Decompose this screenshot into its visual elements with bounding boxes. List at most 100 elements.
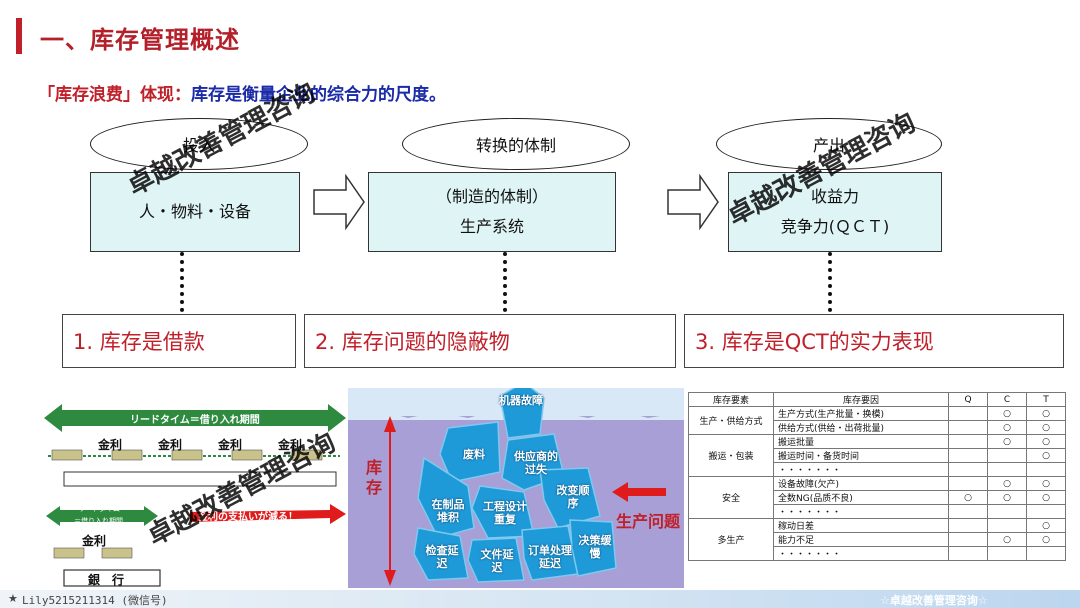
factor-mark-q	[948, 406, 988, 421]
iceberg-piece: 废料	[463, 448, 485, 461]
interest-decrease-label: 金利の支払いが減る！	[198, 512, 298, 523]
iceberg-piece: 决策缓慢	[578, 534, 612, 560]
table-row: ・・・・・・・	[689, 546, 1066, 561]
factor-mark-t: ○	[1026, 406, 1066, 421]
title-accent-bar	[16, 18, 22, 54]
factor-cause-cell: 搬运批量	[773, 434, 949, 449]
subtitle-prefix: 「库存浪费」体现：	[38, 85, 191, 105]
factor-mark-q	[948, 476, 988, 491]
lead-time-small-label-1: リードタイム	[78, 505, 120, 513]
page-title: 一、库存管理概述	[40, 26, 240, 54]
lead-time-arrows-icon	[44, 404, 346, 587]
factor-mark-c: ○	[987, 490, 1027, 505]
factor-mark-t: ○	[1026, 518, 1066, 533]
factor-mark-q	[948, 420, 988, 435]
table-header: T	[1026, 392, 1066, 407]
point-box-qct: 3. 库存是QCT的实力表现	[684, 314, 1064, 368]
dotted-connector	[828, 252, 832, 312]
factor-mark-t: ○	[1026, 448, 1066, 463]
lead-time-label: リードタイム＝借り入れ期間	[130, 415, 260, 426]
footer-bar: ★ Lily5215211314 (微信号) ☆卓越改善管理咨询☆	[0, 590, 1080, 608]
factor-mark-q	[948, 462, 988, 477]
table-header: Q	[948, 392, 988, 407]
table-row: ・・・・・・・	[689, 462, 1066, 477]
factor-mark-q	[948, 504, 988, 519]
iceberg-figure: 库存 生产问题 机器故障 废料 供应商的过失 工程设计重复 改变顺序 在制品堆积…	[348, 388, 684, 588]
factor-mark-c: ○	[987, 476, 1027, 491]
factor-cause-cell: 生产方式(生产批量・换模)	[773, 406, 949, 421]
interest-label: 金利	[98, 438, 123, 452]
factor-mark-t	[1026, 546, 1066, 561]
factor-mark-q	[948, 532, 988, 547]
ellipse-input: 投入	[90, 118, 308, 170]
factor-cause-cell: 能力不足	[773, 532, 949, 547]
factor-element-cell: 多生产	[688, 518, 774, 561]
factor-mark-c	[987, 448, 1027, 463]
factor-cause-cell: 设备故障(欠产)	[773, 476, 949, 491]
dotted-connector	[503, 252, 507, 312]
table-row: 搬运・包装搬运批量 ○○	[688, 434, 1066, 477]
factor-mark-q	[948, 546, 988, 561]
iceberg-piece: 文件延迟	[480, 548, 514, 574]
flow-box-transform: （制造的体制） 生产系统	[368, 172, 616, 252]
factor-mark-c: ○	[987, 434, 1027, 449]
interest-label: 金利	[218, 438, 243, 452]
factor-mark-c: ○	[987, 406, 1027, 421]
iceberg-icon	[348, 388, 684, 586]
factor-element-cell: 安全	[688, 476, 774, 519]
table-header: C	[987, 392, 1027, 407]
iceberg-piece: 改变顺序	[556, 484, 590, 510]
flow-arrow-icon	[313, 173, 365, 231]
factor-mark-t: ○	[1026, 420, 1066, 435]
flow-box-output-line1: 收益力	[810, 187, 859, 206]
bank-label: 銀 行	[88, 573, 125, 587]
table-row: 多生产稼动日差 ○	[688, 518, 1066, 561]
factor-mark-c	[987, 462, 1027, 477]
iceberg-piece: 检查延迟	[425, 544, 459, 570]
subtitle-text: 库存是衡量企业的综合力的尺度。	[191, 85, 446, 105]
inventory-factor-table: 库存要素 库存要因 Q C T 生产・供给方式生产方式(生产批量・换模)○○供给…	[688, 392, 1066, 561]
lead-time-small-label-2: ＝借り入れ期間	[74, 517, 123, 525]
iceberg-piece: 机器故障	[499, 394, 543, 407]
flow-box-output: 收益力 竞争力(ＱＣＴ)	[728, 172, 942, 252]
table-row: 全数NG(品质不良)○○○	[689, 490, 1066, 505]
factor-cause-cell: ・・・・・・・	[773, 546, 949, 561]
iceberg-piece: 供应商的过失	[514, 450, 558, 476]
lead-time-figure: リードタイム＝借り入れ期間 金利 金利 金利 金利 リードタイム ＝借り入れ期間…	[40, 400, 350, 590]
flow-box-transform-line2: 生产系统	[459, 217, 524, 236]
factor-mark-c	[987, 546, 1027, 561]
flow-box-output-line2: 竞争力(ＱＣＴ)	[780, 217, 890, 236]
iceberg-piece: 在制品堆积	[431, 498, 465, 524]
factor-mark-c	[987, 518, 1027, 533]
table-row: 安全设备故障(欠产)○○	[688, 476, 1066, 519]
factor-mark-t	[1026, 462, 1066, 477]
factor-cause-cell: 稼动日差	[773, 518, 949, 533]
factor-mark-c: ○	[987, 532, 1027, 547]
point-box-hidden: 2. 库存问题的隐蔽物	[304, 314, 676, 368]
subtitle: 「库存浪费」体现：库存是衡量企业的综合力的尺度。	[38, 80, 446, 105]
factor-cause-cell: 搬运时间・备货时间	[773, 448, 949, 463]
table-header: 库存要素	[688, 392, 774, 407]
iceberg-piece: 工程设计重复	[483, 500, 527, 526]
interest-label: 金利	[82, 534, 107, 548]
iceberg-problem-label: 生产问题	[616, 512, 681, 531]
table-header-row: 库存要素 库存要因 Q C T	[688, 392, 1066, 407]
table-row: 生产・供给方式生产方式(生产批量・换模)○○	[688, 406, 1066, 435]
dotted-connector	[180, 252, 184, 312]
factor-mark-q: ○	[948, 490, 988, 505]
flow-box-input: 人・物料・设备	[90, 172, 300, 252]
factor-mark-t: ○	[1026, 434, 1066, 449]
factor-mark-q	[948, 448, 988, 463]
table-header: 库存要因	[773, 392, 949, 407]
factor-mark-t: ○	[1026, 532, 1066, 547]
flow-arrow-icon	[667, 173, 719, 231]
factor-mark-t: ○	[1026, 476, 1066, 491]
factor-mark-q	[948, 434, 988, 449]
flow-box-transform-line1: （制造的体制）	[435, 187, 548, 206]
interest-label: 金利	[158, 438, 183, 452]
factor-element-cell: 搬运・包装	[688, 434, 774, 477]
ellipse-transform: 转换的体制	[402, 118, 630, 170]
flow-box-input-line1: 人・物料・设备	[138, 202, 251, 221]
factor-cause-cell: 全数NG(品质不良)	[773, 490, 949, 505]
factor-mark-t: ○	[1026, 490, 1066, 505]
